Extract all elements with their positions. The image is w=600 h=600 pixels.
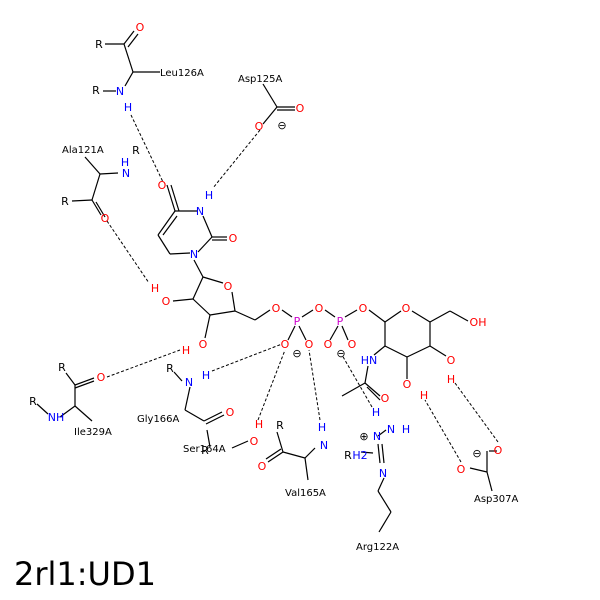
atom-oxygen: O: [281, 338, 290, 351]
charge-minus: ⊖: [336, 347, 345, 360]
atom-hydrogen: H: [124, 101, 132, 114]
charge-plus: ⊕: [359, 430, 368, 443]
atom-oxygen: O: [250, 435, 259, 448]
atom-oxygen: O: [229, 232, 238, 245]
atom-hydrogen: H: [420, 389, 428, 402]
atom-r: R: [29, 395, 37, 408]
atom-r: R: [344, 449, 352, 462]
atom-nitrogen: N: [185, 376, 193, 389]
atom-oxygen: O: [158, 179, 167, 192]
atom-oxygen: O: [494, 444, 503, 457]
atom-oxygen: O: [348, 338, 357, 351]
atom-phosphorus: P: [337, 315, 344, 328]
atom-oxygen: O: [305, 338, 314, 351]
atom-hydrogen: H: [121, 156, 129, 169]
residue-ala121a: Ala121A: [62, 145, 104, 156]
atom-dihydrogen: H2: [352, 449, 367, 462]
atom-oxygen: O: [324, 338, 333, 351]
atom-r: R: [276, 419, 284, 432]
atom-hydrogen: H: [318, 421, 326, 434]
residue-asp307a: Asp307A: [474, 494, 518, 505]
atom-oxygen: O: [97, 371, 106, 384]
covalent-bonds: [36, 30, 497, 533]
atom-r: R: [166, 362, 174, 375]
atom-hydroxyl: OH: [470, 316, 487, 329]
atom-oxygen: O: [224, 280, 233, 293]
atom-oxygen: O: [381, 392, 390, 405]
atom-oxygen: O: [258, 460, 267, 473]
charge-minus: ⊖: [472, 447, 481, 460]
atom-oxygen: O: [359, 302, 368, 315]
atom-oxygen: O: [199, 338, 208, 351]
atom-oxygen: O: [402, 302, 411, 315]
atom-labels: R O R N H O O ⊖ R H N R O O H N O N O H …: [29, 21, 502, 480]
residue-ser164a: Ser164A: [183, 444, 226, 455]
atom-nitrogen: N: [379, 467, 387, 480]
atom-nitrogen: N: [190, 248, 198, 261]
atom-oxygen: O: [101, 212, 110, 225]
diagram-caption: 2rl1:UD1: [14, 555, 156, 593]
atom-r: R: [132, 144, 140, 157]
atom-oxygen: O: [272, 302, 281, 315]
atom-amine-nh: NH: [48, 411, 65, 424]
atom-hydrogen: H: [402, 423, 410, 436]
atom-hydrogen: H: [202, 369, 210, 382]
atom-nitrogen: N: [122, 167, 130, 180]
atom-r: R: [61, 195, 69, 208]
atom-oxygen: O: [315, 302, 324, 315]
atom-r: R: [58, 361, 66, 374]
atom-r: R: [92, 84, 100, 97]
charge-minus: ⊖: [277, 119, 286, 132]
atom-nitrogen: N: [196, 205, 204, 218]
residue-leu126a: Leu126A: [160, 68, 204, 79]
atom-hydrogen: H: [447, 373, 455, 386]
atom-nitrogen: N: [320, 439, 328, 452]
atom-hydrogen: H: [151, 282, 159, 295]
atom-hydrogen: H: [205, 189, 213, 202]
atom-nitrogen: N: [387, 423, 395, 436]
residue-asp125a: Asp125A: [238, 74, 282, 85]
atom-hydrogen: H: [372, 406, 380, 419]
charge-minus: ⊖: [292, 347, 301, 360]
hydrogen-bonds: [106, 114, 499, 463]
atom-nitrogen: N: [116, 85, 124, 98]
residue-arg122a: Arg122A: [356, 542, 399, 553]
atom-hydrogen: H: [182, 344, 190, 357]
atom-oxygen: O: [136, 21, 145, 34]
atom-oxygen: O: [457, 463, 466, 476]
atom-nitrogen: N: [373, 430, 381, 443]
residue-val165a: Val165A: [285, 488, 326, 499]
atom-phosphorus: P: [294, 315, 301, 328]
atom-r: R: [95, 38, 103, 51]
atom-hydrogen: H: [255, 418, 263, 431]
residue-ile329a: Ile329A: [74, 427, 112, 438]
atom-oxygen: O: [447, 354, 456, 367]
atom-oxygen: O: [255, 120, 264, 133]
residue-labels: Leu126A Asp125A Ala121A Ile329A Gly166A …: [62, 68, 518, 553]
atom-oxygen: O: [162, 295, 171, 308]
residue-gly166a: Gly166A: [137, 414, 180, 425]
atom-oxygen: O: [296, 102, 305, 115]
atom-r: R: [201, 444, 209, 457]
atom-oxygen: O: [403, 378, 412, 391]
atom-oxygen: O: [226, 406, 235, 419]
atom-amide-nh: HN: [361, 354, 378, 367]
